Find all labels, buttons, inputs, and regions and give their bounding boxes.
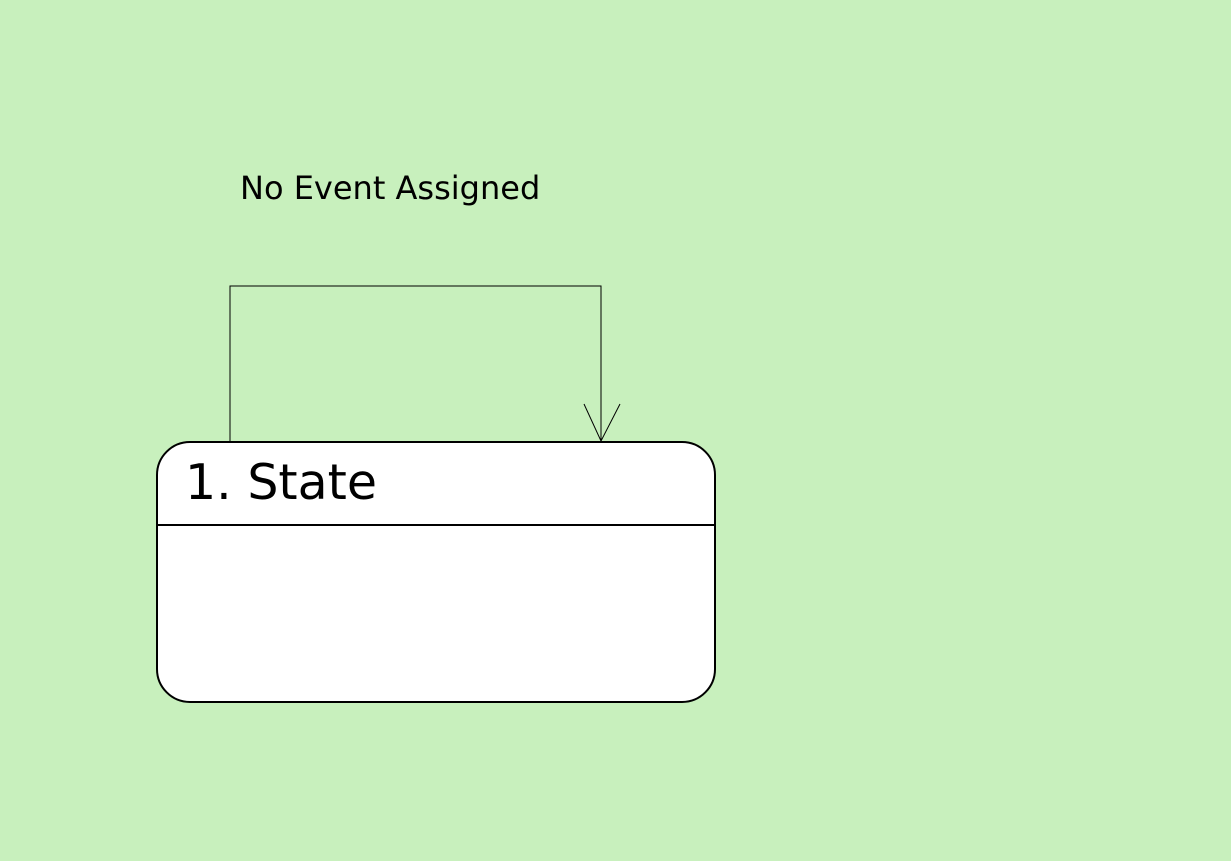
state-node[interactable]: 1. State (156, 441, 716, 703)
transition-label[interactable]: No Event Assigned (240, 169, 541, 207)
state-name[interactable]: 1. State (185, 454, 378, 511)
self-transition-edge[interactable] (229, 285, 602, 441)
state-header: 1. State (158, 443, 714, 526)
state-body (158, 527, 714, 701)
